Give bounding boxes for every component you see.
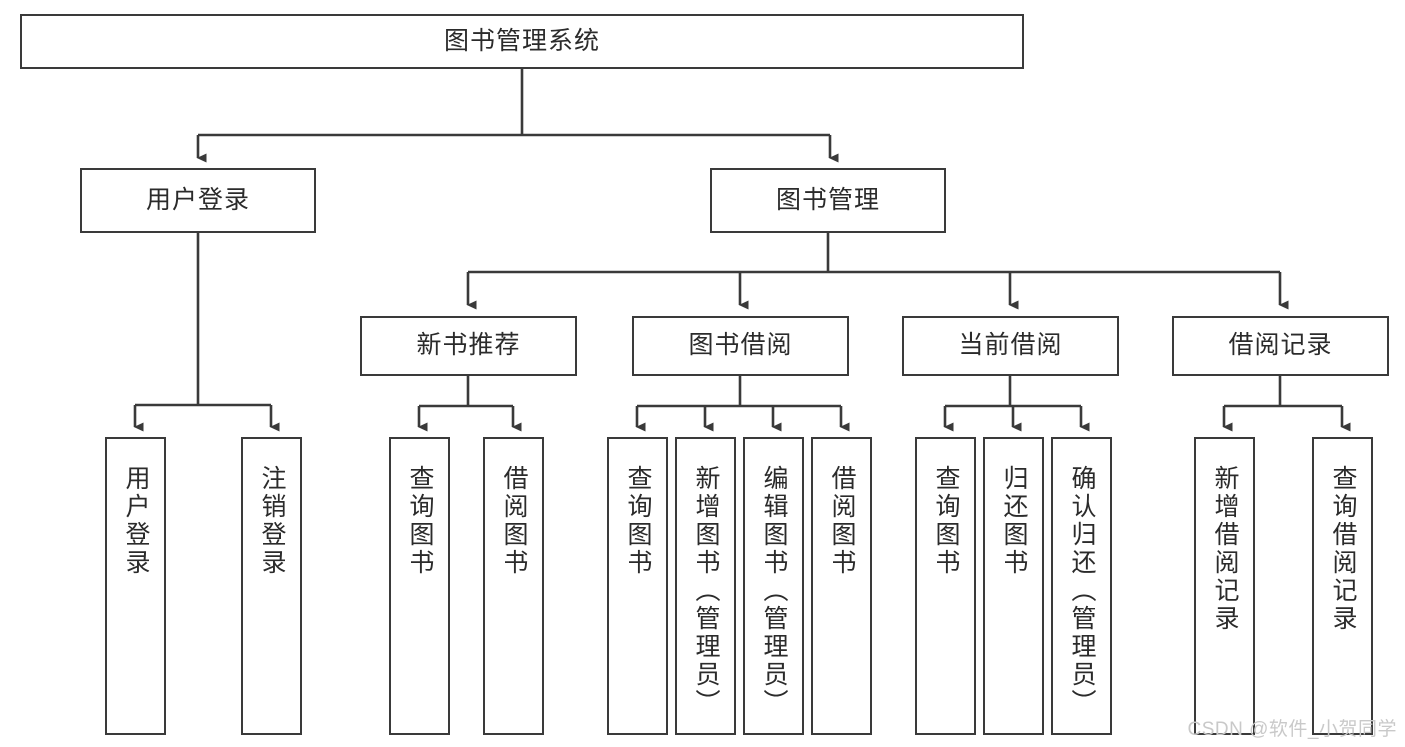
node-borrow-record[interactable]: 借阅记录: [1172, 316, 1389, 376]
node-book-borrow[interactable]: 图书借阅: [632, 316, 849, 376]
node-label: 编辑图书（管理员）: [760, 465, 788, 717]
node-label: 当前借阅: [958, 331, 1063, 360]
leaf-return-book[interactable]: 归还图书: [983, 437, 1044, 735]
leaf-query-book-recommend[interactable]: 查询图书: [389, 437, 450, 735]
node-label: 新增借阅记录: [1211, 465, 1239, 633]
leaf-logout-login[interactable]: 注销登录: [241, 437, 302, 735]
node-label: 新书推荐: [416, 331, 521, 360]
node-label: 查询图书: [624, 465, 652, 577]
leaf-edit-book-admin[interactable]: 编辑图书（管理员）: [743, 437, 804, 735]
node-label: 用户登录: [145, 185, 250, 214]
leaf-confirm-return-admin[interactable]: 确认归还（管理员）: [1051, 437, 1112, 735]
node-label: 注销登录: [258, 465, 286, 577]
node-label: 确认归还（管理员）: [1068, 465, 1096, 717]
node-root-book-management-system[interactable]: 图书管理系统: [20, 14, 1024, 69]
node-label: 图书管理系统: [443, 26, 600, 55]
node-label: 用户登录: [122, 465, 150, 577]
leaf-query-borrow-record[interactable]: 查询借阅记录: [1312, 437, 1373, 735]
node-label: 查询图书: [932, 465, 960, 577]
leaf-add-book-admin[interactable]: 新增图书（管理员）: [675, 437, 736, 735]
node-book-management[interactable]: 图书管理: [710, 168, 946, 233]
leaf-query-book-borrow[interactable]: 查询图书: [607, 437, 668, 735]
node-label: 图书管理: [775, 185, 880, 214]
node-label: 归还图书: [1000, 465, 1028, 577]
watermark-text: CSDN @软件_小贺同学: [1187, 719, 1397, 740]
leaf-add-borrow-record[interactable]: 新增借阅记录: [1194, 437, 1255, 735]
node-label: 借阅图书: [828, 465, 856, 577]
node-label: 借阅图书: [500, 465, 528, 577]
leaf-user-login[interactable]: 用户登录: [105, 437, 166, 735]
node-new-book-recommend[interactable]: 新书推荐: [360, 316, 577, 376]
node-user-login[interactable]: 用户登录: [80, 168, 316, 233]
node-current-borrow[interactable]: 当前借阅: [902, 316, 1119, 376]
node-label: 查询图书: [406, 465, 434, 577]
node-label: 图书借阅: [688, 331, 793, 360]
leaf-query-book-current[interactable]: 查询图书: [915, 437, 976, 735]
node-label: 新增图书（管理员）: [692, 465, 720, 717]
node-label: 查询借阅记录: [1329, 465, 1357, 633]
leaf-borrow-book-recommend[interactable]: 借阅图书: [483, 437, 544, 735]
node-label: 借阅记录: [1228, 331, 1333, 360]
leaf-borrow-book[interactable]: 借阅图书: [811, 437, 872, 735]
